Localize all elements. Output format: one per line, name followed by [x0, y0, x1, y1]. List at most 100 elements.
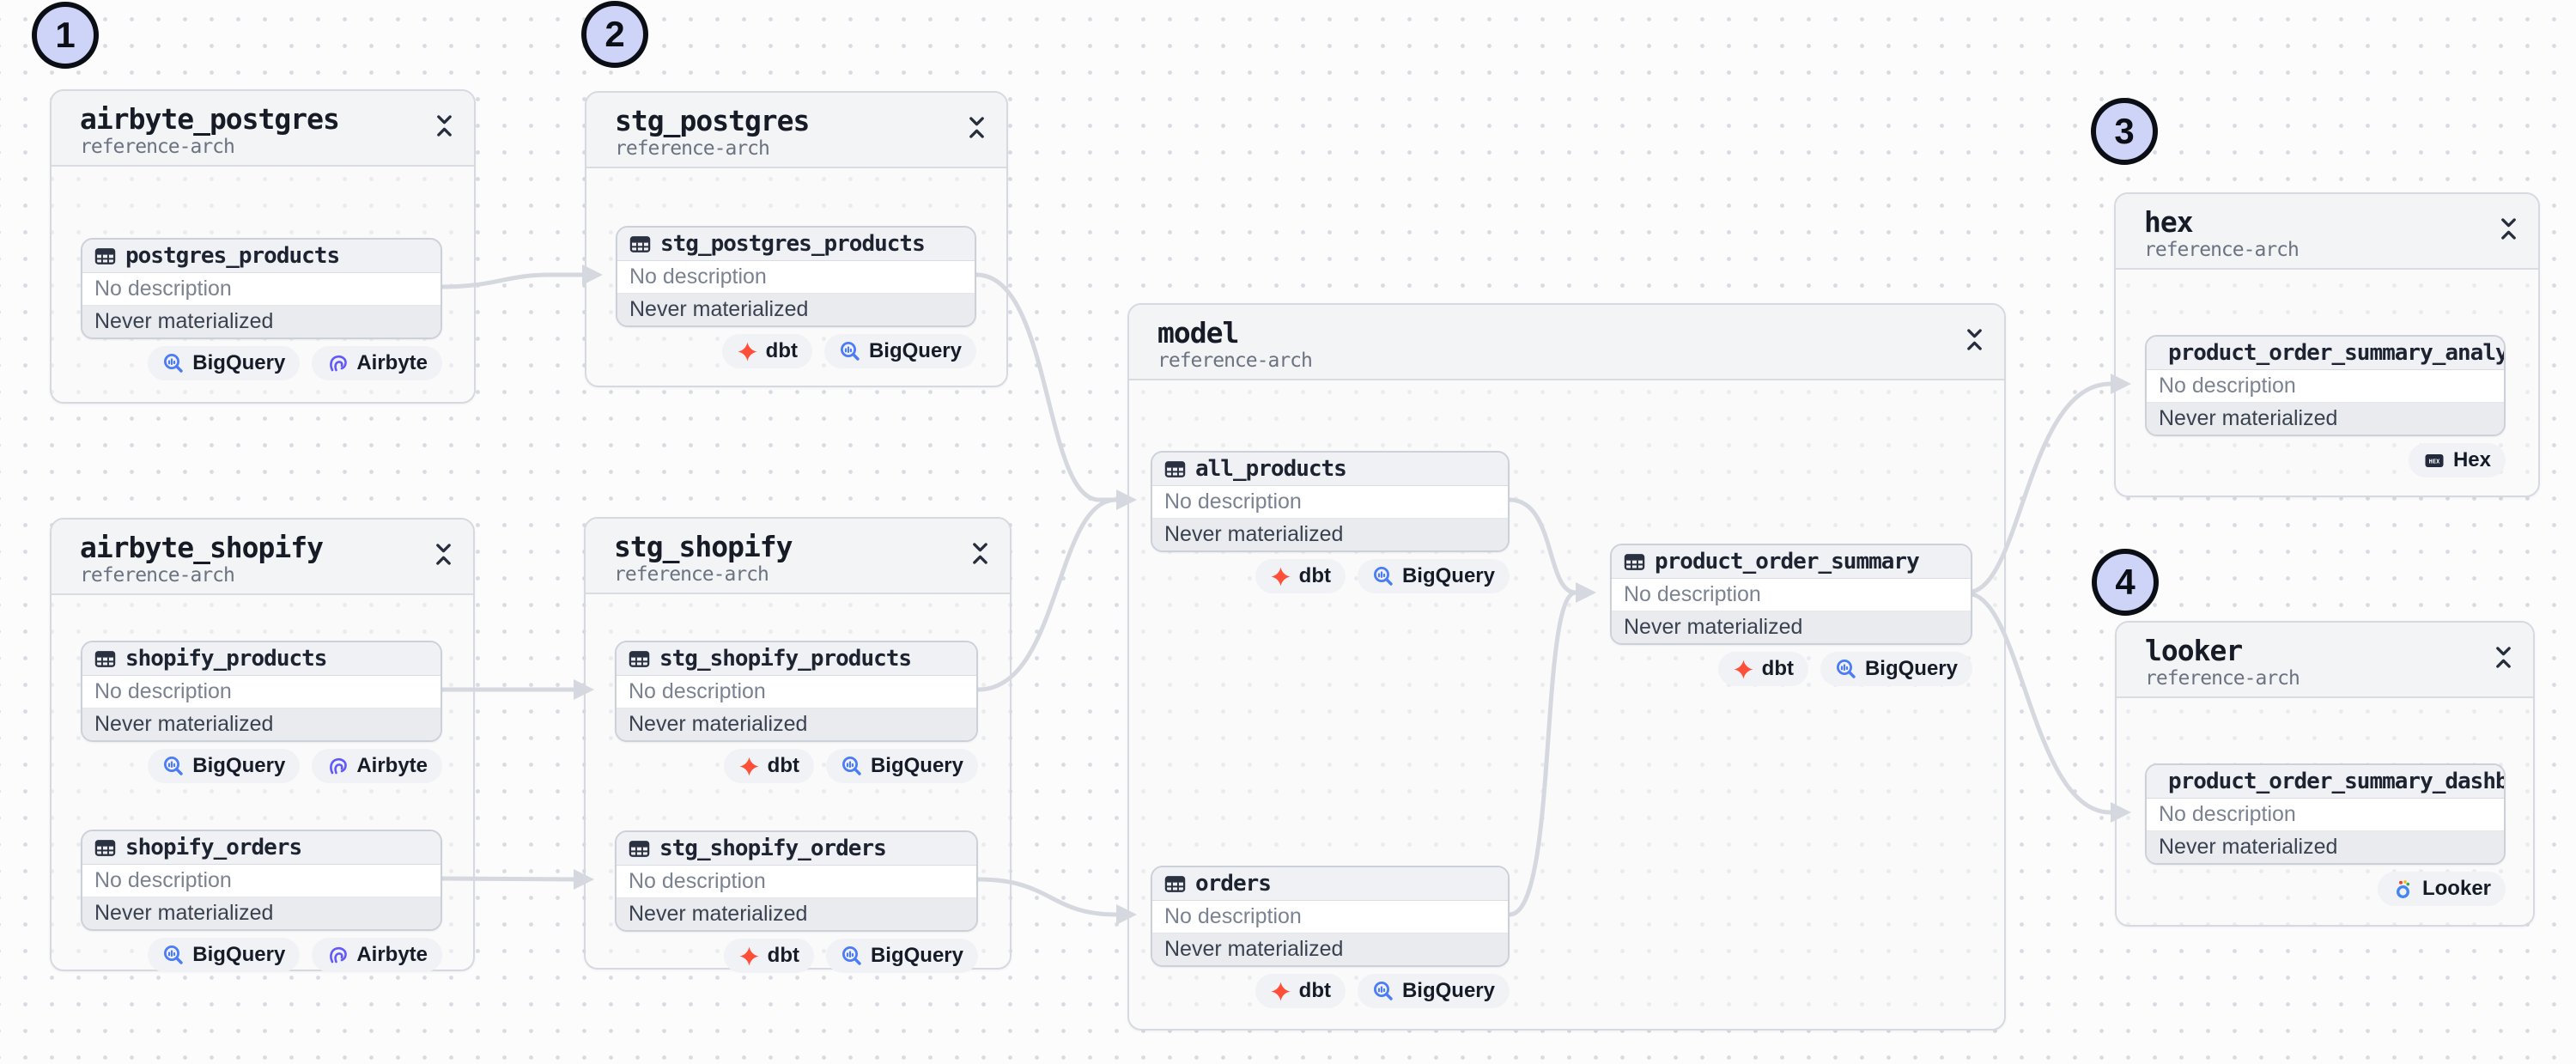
kind-tag-label: BigQuery — [1864, 657, 1958, 680]
dbt-icon — [738, 341, 757, 362]
step-marker-3: 3 — [2091, 98, 2158, 165]
asset-node-shopify-orders[interactable]: shopify_orders No description Never mate… — [81, 830, 442, 931]
collapse-group-icon[interactable] — [969, 541, 991, 568]
asset-node-orders[interactable]: orders No description Never materialized — [1151, 866, 1510, 967]
asset-materialization-status: Never materialized — [82, 306, 440, 337]
group-title: airbyte_shopify — [80, 531, 324, 564]
asset-name: all_products — [1195, 456, 1347, 482]
kind-tags-row: BigQuery Airbyte — [81, 346, 442, 380]
asset-node-stg-shopify-products[interactable]: stg_shopify_products No description Neve… — [615, 641, 978, 742]
asset-node-stg-shopify-orders[interactable]: stg_shopify_orders No description Never … — [615, 830, 978, 932]
group-header[interactable]: airbyte_shopify reference-arch — [52, 520, 473, 595]
kind-tag-looker[interactable]: Looker — [2377, 872, 2506, 906]
kind-tag-label: dbt — [767, 754, 799, 777]
group-header[interactable]: looker reference-arch — [2117, 623, 2533, 698]
asset-node-postgres-products[interactable]: postgres_products No description Never m… — [81, 238, 442, 339]
asset-node-product-order-summary-analysis[interactable]: product_order_summary_analysis No descri… — [2145, 335, 2506, 436]
kind-tag-bigquery[interactable]: BigQuery — [148, 938, 301, 972]
kind-tag-dbt[interactable]: dbt — [1255, 974, 1346, 1008]
kind-tag-label: dbt — [1761, 657, 1794, 680]
group-subtitle: reference-arch — [1157, 350, 1313, 372]
group-subtitle: reference-arch — [2145, 667, 2300, 690]
svg-text:HEX: HEX — [2429, 459, 2440, 465]
group-header[interactable]: airbyte_postgres reference-arch — [52, 91, 474, 167]
asset-materialization-status: Never materialized — [1612, 611, 1971, 643]
asset-node-product-order-summary[interactable]: product_order_summary No description Nev… — [1610, 544, 1972, 645]
kind-tags-row: dbt BigQuery — [616, 334, 976, 368]
kind-tag-label: Airbyte — [356, 754, 428, 777]
collapse-group-icon[interactable] — [965, 115, 987, 143]
table-icon — [94, 839, 116, 856]
collapse-group-icon[interactable] — [1963, 327, 1985, 355]
group-subtitle: reference-arch — [614, 563, 769, 586]
kind-tag-bigquery[interactable]: BigQuery — [1357, 974, 1510, 1008]
collapse-group-icon[interactable] — [433, 113, 455, 141]
asset-description: No description — [82, 273, 440, 306]
kind-tag-label: BigQuery — [192, 351, 286, 374]
asset-node-shopify-products[interactable]: shopify_products No description Never ma… — [81, 641, 442, 742]
collapse-group-icon[interactable] — [2497, 216, 2519, 244]
group-header[interactable]: model reference-arch — [1129, 305, 2004, 380]
bigquery-icon — [1836, 660, 1856, 678]
table-icon — [629, 650, 650, 667]
kind-tag-airbyte[interactable]: Airbyte — [312, 346, 442, 380]
table-icon — [629, 840, 650, 857]
asset-description: No description — [2147, 799, 2504, 831]
group-header[interactable]: stg_shopify reference-arch — [586, 519, 1010, 594]
looker-icon — [2396, 880, 2410, 899]
asset-name: orders — [1195, 871, 1272, 897]
group-header[interactable]: hex reference-arch — [2116, 194, 2538, 270]
asset-description: No description — [82, 676, 440, 708]
asset-node-stg-postgres-products[interactable]: stg_postgres_products No description Nev… — [616, 226, 976, 327]
kind-tag-dbt[interactable]: dbt — [723, 939, 814, 973]
bigquery-icon — [1373, 982, 1393, 1000]
asset-materialization-status: Never materialized — [617, 294, 975, 325]
collapse-group-icon[interactable] — [2492, 645, 2514, 672]
asset-materialization-status: Never materialized — [2147, 831, 2504, 863]
kind-tag-bigquery[interactable]: BigQuery — [823, 334, 976, 368]
kind-tag-label: dbt — [765, 339, 798, 362]
asset-card-header: all_products — [1152, 453, 1508, 486]
kind-tag-dbt[interactable]: dbt — [1255, 559, 1346, 593]
asset-materialization-status: Never materialized — [82, 897, 440, 929]
kind-tags-row: dbt BigQuery — [1610, 652, 1972, 686]
hex-icon: HEX — [2425, 454, 2444, 467]
group-header[interactable]: stg_postgres reference-arch — [586, 93, 1006, 168]
kind-tags-row: dbt BigQuery — [1151, 559, 1510, 593]
kind-tag-label: dbt — [1298, 564, 1331, 587]
kind-tag-bigquery[interactable]: BigQuery — [148, 346, 301, 380]
kind-tag-dbt[interactable]: dbt — [721, 334, 812, 368]
kind-tag-bigquery[interactable]: BigQuery — [1820, 652, 1972, 686]
kind-tag-label: BigQuery — [868, 339, 962, 362]
group-subtitle: reference-arch — [80, 136, 235, 158]
kind-tag-airbyte[interactable]: Airbyte — [312, 938, 442, 972]
kind-tags-row: BigQuery Airbyte — [81, 749, 442, 783]
group-title: model — [1157, 316, 1239, 350]
group-subtitle: reference-arch — [615, 137, 770, 160]
kind-tag-airbyte[interactable]: Airbyte — [312, 749, 442, 783]
asset-node-all-products[interactable]: all_products No description Never materi… — [1151, 451, 1510, 552]
kind-tag-bigquery[interactable]: BigQuery — [148, 749, 301, 783]
kind-tag-dbt[interactable]: dbt — [1717, 652, 1808, 686]
kind-tag-bigquery[interactable]: BigQuery — [1357, 559, 1510, 593]
kind-tag-dbt[interactable]: dbt — [723, 749, 814, 783]
kind-tag-bigquery[interactable]: BigQuery — [825, 939, 978, 973]
kind-tags-row: dbt BigQuery — [615, 939, 978, 973]
asset-materialization-status: Never materialized — [1152, 933, 1508, 965]
asset-node-product-order-summary-dashboard[interactable]: product_order_summary_dashboard No descr… — [2145, 763, 2506, 865]
dbt-icon — [739, 756, 759, 776]
asset-card-header: stg_postgres_products — [617, 228, 975, 261]
step-marker-4: 4 — [2092, 549, 2159, 616]
kind-tags-row: BigQuery Airbyte — [81, 938, 442, 972]
kind-tag-label: BigQuery — [870, 754, 963, 777]
collapse-group-icon[interactable] — [432, 542, 454, 569]
bigquery-icon — [164, 945, 183, 964]
kind-tag-label: BigQuery — [192, 754, 286, 777]
kind-tag-label: BigQuery — [870, 944, 963, 967]
kind-tag-label: BigQuery — [1401, 564, 1495, 587]
kind-tag-bigquery[interactable]: BigQuery — [825, 749, 978, 783]
table-icon — [94, 247, 116, 264]
asset-card-header: product_order_summary — [1612, 545, 1971, 579]
